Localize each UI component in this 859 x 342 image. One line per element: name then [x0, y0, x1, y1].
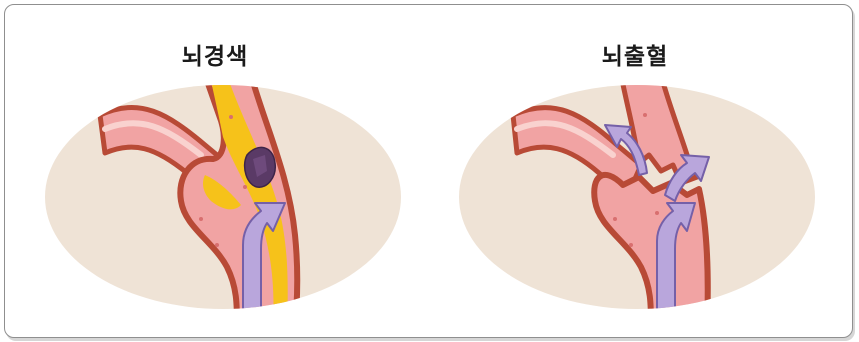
- blocked-artery-illustration: [5, 5, 425, 337]
- ischemic-stroke-panel: 뇌경색: [5, 5, 425, 337]
- diagram-card: 뇌경색: [4, 4, 853, 338]
- hemorrhagic-stroke-panel: 뇌출혈: [425, 5, 845, 337]
- ruptured-artery-illustration: [425, 5, 845, 337]
